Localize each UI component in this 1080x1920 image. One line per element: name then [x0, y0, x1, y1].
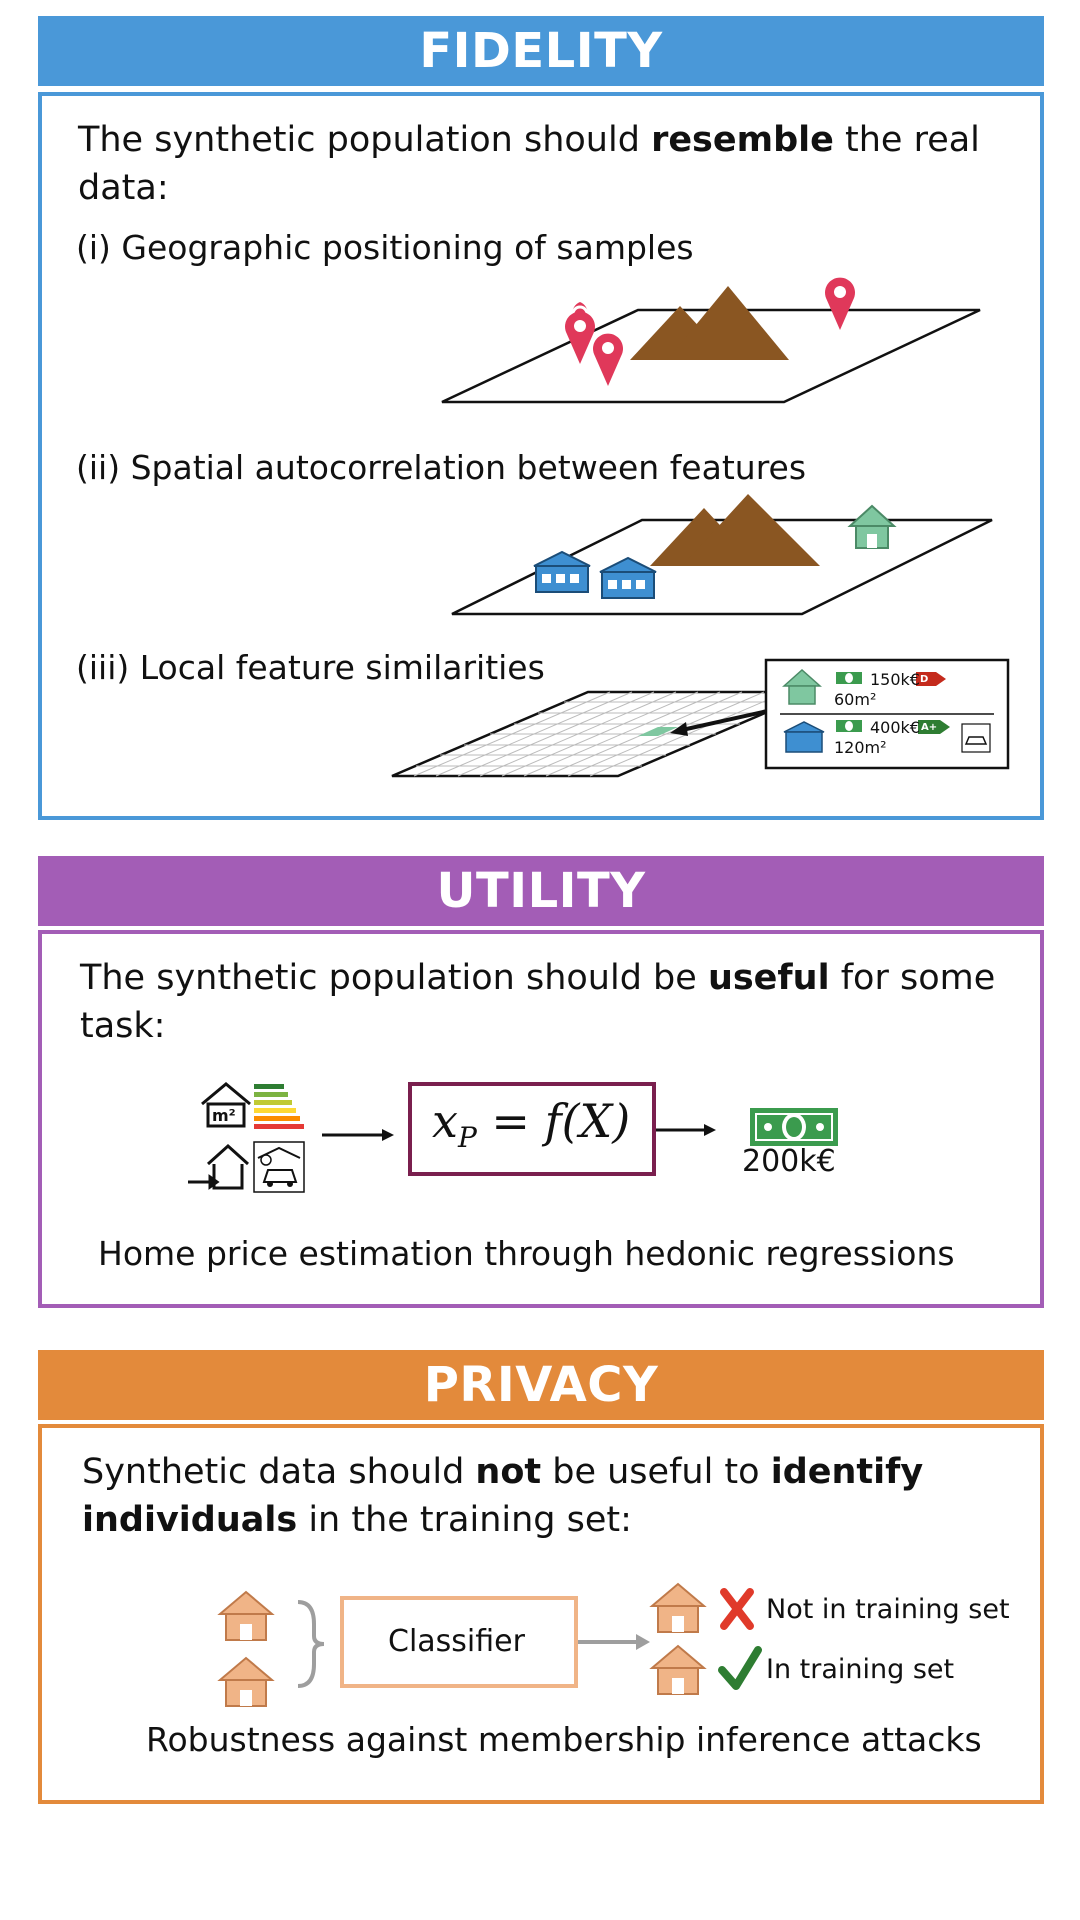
mountain-icon — [682, 494, 820, 566]
geo-map-illustration — [441, 277, 981, 404]
card-price-2: 400k€ — [870, 718, 920, 737]
brace — [297, 1600, 325, 1688]
house-icon — [649, 1644, 707, 1695]
house-icon — [599, 556, 657, 599]
house-icon — [649, 1582, 707, 1633]
mountain-icon — [667, 286, 789, 360]
m2-label: m² — [212, 1106, 236, 1125]
fidelity-item-1: (i) Geographic positioning of samples — [76, 228, 694, 267]
in-training-label: In training set — [766, 1654, 955, 1685]
utility-caption: Home price estimation through hedonic re… — [98, 1234, 955, 1273]
formula: xP = f(X) — [432, 1094, 631, 1155]
banknote-icon — [750, 1108, 838, 1146]
formula-box — [408, 1082, 656, 1176]
privacy-panel: Synthetic data should not be useful to i… — [38, 1424, 1044, 1804]
house-icon — [782, 668, 822, 705]
house-icon — [847, 504, 897, 549]
energy-label-a-plus — [918, 720, 950, 734]
privacy-illustration — [217, 1582, 762, 1707]
card-label-1: D — [920, 674, 929, 685]
classifier-box — [340, 1596, 578, 1688]
utility-banner: UTILITY — [38, 856, 1044, 926]
energy-label-icon — [254, 1084, 304, 1129]
card-label-2: A+ — [921, 722, 938, 733]
fidelity-item-3: (iii) Local feature similarities — [76, 648, 545, 687]
utility-title: UTILITY — [436, 863, 646, 919]
classifier-label: Classifier — [388, 1624, 525, 1659]
fidelity-banner: FIDELITY — [38, 16, 1044, 86]
house-entrance-icon — [188, 1143, 250, 1190]
privacy-banner: PRIVACY — [38, 1350, 1044, 1420]
privacy-caption: Robustness against membership inference … — [146, 1720, 982, 1759]
garage-icon — [961, 723, 991, 753]
utility-illustration — [188, 1082, 838, 1193]
fidelity-title: FIDELITY — [419, 23, 663, 79]
card-area-1: 60m² — [834, 690, 877, 709]
garage-icon — [253, 1141, 305, 1193]
money-icon — [836, 720, 862, 732]
fidelity-item-2: (ii) Spatial autocorrelation between fea… — [76, 448, 807, 487]
privacy-title: PRIVACY — [423, 1357, 659, 1413]
not-in-training-label: Not in training set — [766, 1594, 1010, 1625]
house-area-icon — [201, 1082, 251, 1128]
energy-label-d — [916, 672, 946, 686]
spatial-autocorrelation-illustration — [451, 494, 993, 616]
utility-intro: The synthetic population should be usefu… — [80, 958, 996, 1046]
map-pin-icon — [593, 333, 623, 386]
house-icon — [783, 721, 825, 753]
privacy-intro: Synthetic data should not be useful to i… — [82, 1452, 924, 1540]
money-icon — [836, 672, 862, 684]
map-pin-icon — [565, 302, 595, 364]
price-label: 200k€ — [742, 1144, 836, 1179]
local-similarity-illustration — [391, 658, 1010, 778]
house-icon — [217, 1590, 275, 1641]
map-pin-icon — [825, 277, 855, 330]
card-price-1: 150k€ — [870, 670, 920, 689]
check-icon — [718, 1646, 762, 1690]
fidelity-intro: The synthetic population should resemble… — [78, 120, 980, 208]
utility-panel: The synthetic population should be usefu… — [38, 930, 1044, 1308]
house-icon — [217, 1656, 275, 1707]
house-icon — [533, 550, 591, 593]
fidelity-panel: The synthetic population should resemble… — [38, 92, 1044, 820]
fidelity-illustrations — [391, 277, 1010, 778]
card-area-2: 120m² — [834, 738, 887, 757]
cross-icon — [720, 1588, 754, 1630]
